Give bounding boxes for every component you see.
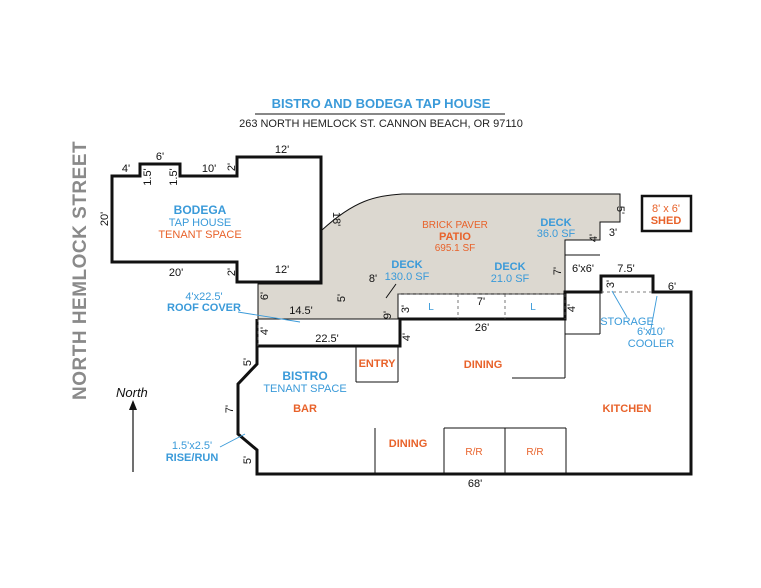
bodega-name: BODEGA: [174, 203, 227, 217]
dim-label: 4': [401, 333, 413, 341]
dim-label: 4': [259, 327, 271, 335]
dim-label: 3': [609, 227, 617, 239]
dim-label: 7': [224, 405, 236, 413]
dim-label: 8': [369, 273, 377, 285]
roof-cover-label: ROOF COVER: [167, 302, 241, 314]
north-label: North: [116, 385, 148, 400]
plan-title: BISTRO AND BODEGA TAP HOUSE: [272, 96, 491, 111]
dining-top-label: DINING: [464, 359, 503, 371]
dim-label: 22.5': [315, 333, 339, 345]
kitchen-label: KITCHEN: [603, 403, 652, 415]
cooler-label: COOLER: [628, 338, 675, 350]
deck-1-area: 130.0 SF: [385, 271, 430, 283]
bodega-line3: TENANT SPACE: [158, 229, 241, 241]
dim-label: 7.5': [617, 263, 634, 275]
dim-label: 7': [552, 267, 564, 275]
bodega-line2: TAP HOUSE: [169, 217, 232, 229]
dim-label: 18': [330, 212, 342, 226]
plan-address: 263 NORTH HEMLOCK ST. CANNON BEACH, OR 9…: [239, 118, 523, 130]
dim-label: 6': [156, 151, 164, 163]
bistro-name: BISTRO: [282, 369, 327, 383]
dining-bottom-label: DINING: [389, 438, 428, 450]
deck-1-name: DECK: [391, 259, 422, 271]
street-label: NORTH HEMLOCK STREET: [70, 141, 91, 400]
dim-label: 1.5': [142, 168, 154, 185]
dim-label: 12': [275, 264, 289, 276]
deck-3-name: DECK: [540, 217, 571, 229]
l-label-2: L: [530, 302, 536, 313]
bistro-line2: TENANT SPACE: [263, 383, 346, 395]
dim-label: 6': [259, 292, 271, 300]
shed-size: 8' x 6': [652, 203, 680, 215]
dim-label: 5': [242, 358, 254, 366]
deck-3-area: 36.0 SF: [537, 228, 576, 240]
dim-label: 6'x6': [572, 263, 594, 275]
dim-label: 2': [226, 268, 238, 276]
dim-label: 3': [605, 280, 617, 288]
dim-label: 26': [475, 322, 489, 334]
dim-label: 7': [477, 296, 485, 308]
rise-run-size: 1.5'x2.5': [172, 440, 212, 452]
dim-label: 20': [99, 212, 111, 226]
shed-label: SHED: [651, 215, 682, 227]
entry-label: ENTRY: [359, 358, 397, 370]
storage-label: STORAGE: [600, 316, 654, 328]
patio-name: PATIO: [439, 231, 471, 243]
dim-label: 20': [169, 267, 183, 279]
dim-label: 10': [202, 163, 216, 175]
roof-cover-size: 4'x22.5': [185, 291, 222, 303]
bodega-wall: [110, 155, 323, 284]
dim-label: 4': [588, 234, 600, 242]
restroom-1-label: R/R: [465, 447, 482, 458]
dim-label: 5': [336, 294, 348, 302]
dim-label: 1.5': [168, 168, 180, 185]
rise-run-label: RISE/RUN: [166, 452, 219, 464]
dim-label: 14.5': [289, 305, 313, 317]
patio-area-label: 695.1 SF: [435, 243, 476, 254]
dim-label: 4': [122, 163, 130, 175]
dim-label: 5': [242, 456, 254, 464]
dim-label: 4': [566, 304, 578, 312]
dim-label: 2': [226, 163, 238, 171]
dim-label: 6': [668, 281, 676, 293]
deck-2-name: DECK: [494, 261, 525, 273]
bar-label: BAR: [293, 403, 317, 415]
cooler-size: 6'x10': [637, 326, 665, 338]
bistro-wall: [236, 274, 693, 476]
north-arrow: North: [116, 385, 148, 472]
dim-label: 3': [400, 305, 412, 313]
restroom-2-label: R/R: [526, 447, 543, 458]
dim-label: 9': [382, 311, 394, 319]
dim-label: 12': [275, 144, 289, 156]
dim-label: 68': [468, 478, 482, 490]
deck-2-area: 21.0 SF: [491, 273, 530, 285]
patio-line1: BRICK PAVER: [422, 220, 488, 231]
dim-label: 5': [614, 206, 626, 214]
shed: [640, 194, 693, 233]
l-label-1: L: [428, 302, 434, 313]
